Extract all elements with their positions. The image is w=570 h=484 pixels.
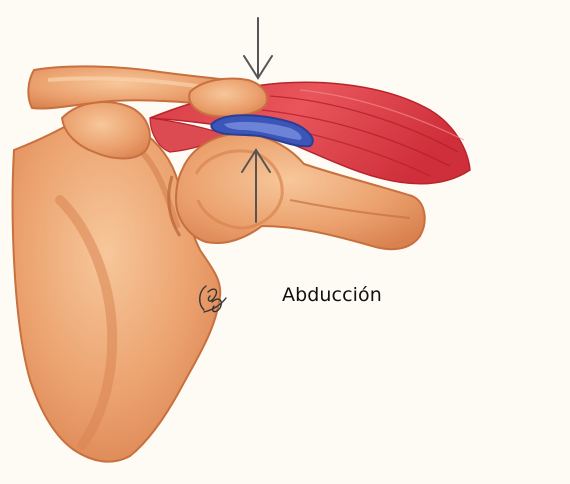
down-arrow-icon [244,18,272,78]
acromion-bone [189,79,267,117]
diagram-caption: Abducción [282,284,382,306]
